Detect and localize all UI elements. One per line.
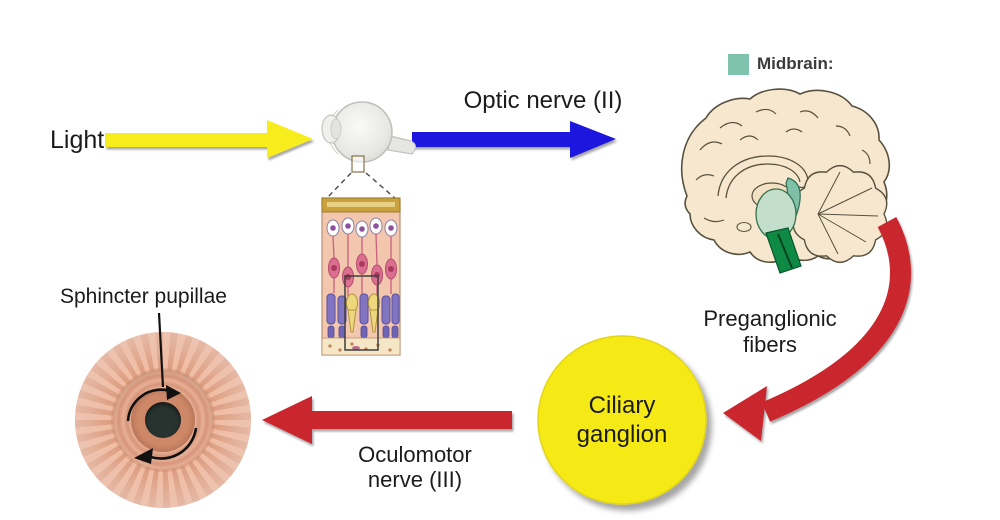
light-label: Light (50, 126, 105, 154)
pupil (145, 402, 181, 438)
midbrain-label: Midbrain: (757, 54, 834, 73)
oculomotor-line1: Oculomotor (358, 442, 472, 467)
corpus-callosum (717, 155, 809, 199)
preganglionic-label: Preganglionic fibers (665, 306, 875, 358)
optic-nerve-arrow (412, 121, 616, 158)
ciliary-ganglion-label: Ciliary ganglion (532, 391, 712, 449)
oculomotor-label: Oculomotor nerve (III) (315, 442, 515, 492)
ciliary-line1: Ciliary (588, 392, 656, 419)
oculomotor-line2: nerve (III) (367, 467, 463, 492)
retina-inset (321, 197, 401, 356)
midbrain-swatch (728, 54, 749, 75)
midbrain-tectum (780, 177, 801, 227)
iris-illustration (75, 332, 251, 508)
eye-illustration (321, 101, 417, 173)
oculomotor-arrow (262, 396, 512, 444)
gyri-lines (695, 108, 875, 223)
optic-nerve-label: Optic nerve (II) (463, 87, 623, 114)
magnified-region-box (351, 155, 365, 173)
cerebrum (680, 88, 891, 263)
preganglionic-line2: fibers (743, 332, 797, 357)
preganglionic-line1: Preganglionic (703, 306, 837, 331)
brainstem (765, 227, 802, 274)
magnifier-dashed-lines (325, 172, 397, 200)
retina-highlight-box (344, 275, 379, 351)
cerebellum (792, 164, 888, 264)
pons-midbrain-highlight (755, 188, 797, 240)
sphincter-pupillae-label: Sphincter pupillae (60, 285, 227, 308)
light-arrow (105, 120, 313, 158)
ciliary-line2: ganglion (576, 421, 668, 448)
arbor-vitae-lines (817, 171, 879, 255)
brain-illustration (680, 88, 891, 274)
